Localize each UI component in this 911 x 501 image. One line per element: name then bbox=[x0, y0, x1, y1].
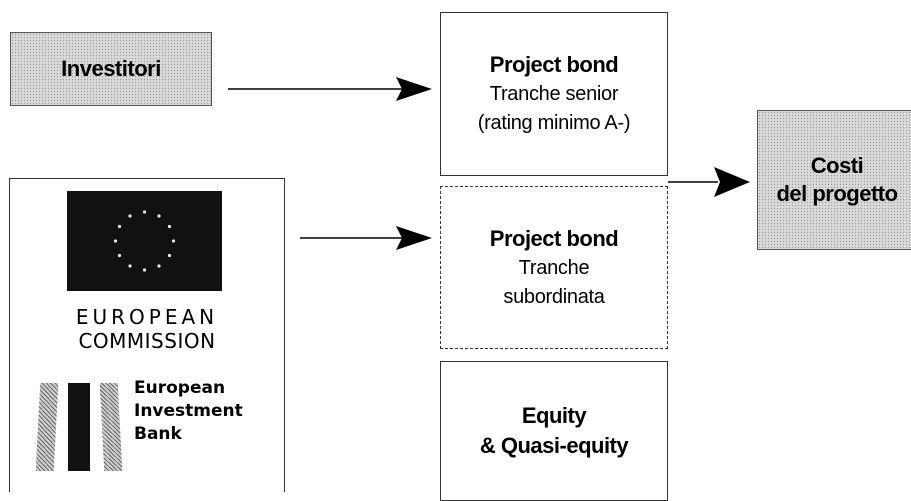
ec-text-line2: COMMISSION bbox=[78, 329, 216, 353]
project-costs-line2: del progetto bbox=[776, 181, 898, 206]
arrow-eib-to-subordinated bbox=[300, 226, 432, 250]
senior-tranche-line1: Tranche senior bbox=[489, 83, 619, 105]
eu-stars-icon bbox=[113, 210, 176, 272]
eib-text-line3: Bank bbox=[134, 424, 182, 444]
senior-tranche-title: Project bond bbox=[489, 52, 619, 77]
ec-text-line1: EUROPEAN bbox=[75, 305, 219, 329]
equity-box: Equity & Quasi-equity bbox=[440, 361, 668, 501]
project-costs-box: Costi del progetto bbox=[757, 110, 911, 250]
subordinated-tranche-title: Project bond bbox=[489, 225, 619, 251]
senior-tranche-box: Project bond Tranche senior (rating mini… bbox=[440, 12, 668, 176]
subordinated-tranche-line2: subordinata bbox=[503, 285, 605, 308]
eib-text-line2: Investment bbox=[134, 401, 243, 421]
project-costs-line1: Costi bbox=[810, 153, 864, 178]
eib-logo-mark bbox=[30, 377, 130, 473]
equity-line2: & Quasi-equity bbox=[479, 433, 629, 458]
arrow-investors-to-senior bbox=[228, 77, 432, 101]
investors-box: Investitori bbox=[10, 32, 212, 106]
arrow-stack-to-costs bbox=[668, 167, 750, 197]
senior-tranche-line2: (rating minimo A-) bbox=[477, 112, 631, 134]
equity-line1: Equity bbox=[521, 403, 587, 428]
eib-black-bar bbox=[68, 383, 90, 471]
subordinated-tranche-line1: Tranche bbox=[518, 256, 590, 279]
logos-panel: EUROPEAN COMMISSION European Investment … bbox=[9, 178, 285, 492]
eu-stars-ring bbox=[113, 210, 176, 272]
eu-flag bbox=[67, 191, 222, 291]
investors-label: Investitori bbox=[61, 56, 161, 81]
subordinated-tranche-box: Project bond Tranche subordinata bbox=[440, 186, 668, 349]
eib-text-line1: European bbox=[134, 378, 226, 398]
eib-text: European Investment Bank bbox=[134, 377, 243, 446]
